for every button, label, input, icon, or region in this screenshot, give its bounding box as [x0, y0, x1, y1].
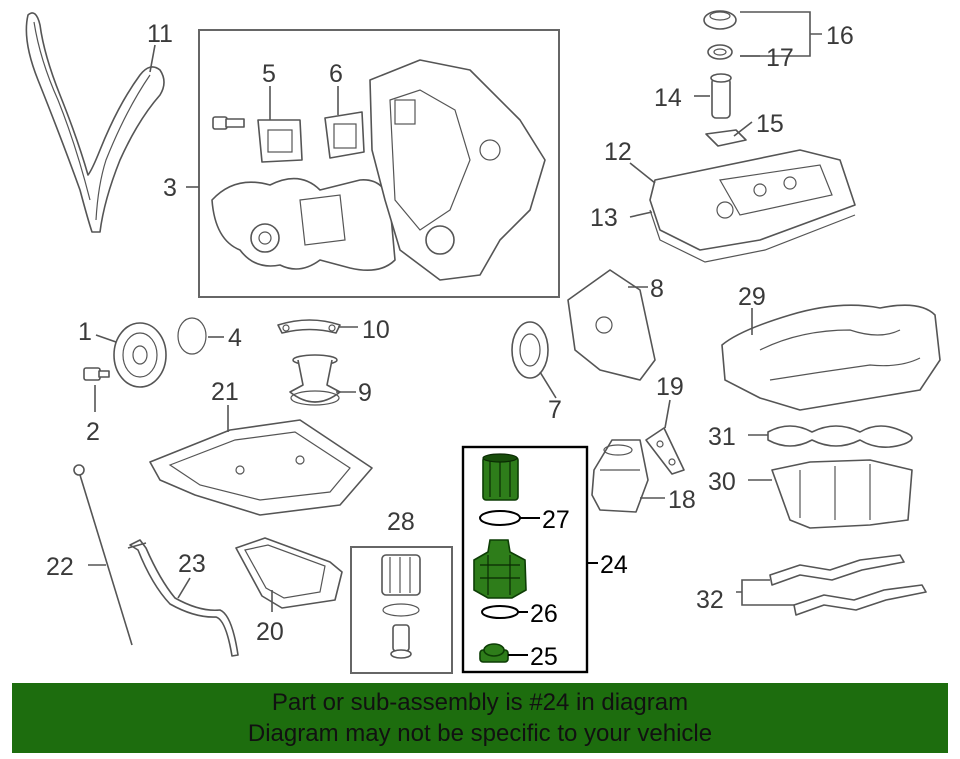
callout-8: 8: [650, 275, 664, 303]
oil-filter-element[interactable]: [482, 453, 519, 501]
valve-cover-gasket[interactable]: [649, 209, 856, 263]
oil-pan-lower[interactable]: [235, 537, 343, 609]
oil-filler-pipe[interactable]: [710, 73, 732, 119]
callout-15: 15: [756, 110, 784, 138]
filter-28-element[interactable]: [381, 554, 421, 596]
engine-parts-diagram: 11 3 5 6 16 17: [25, 10, 941, 674]
callout-6: 6: [329, 60, 343, 88]
oil-filler-cap[interactable]: [703, 10, 737, 30]
callout-5: 5: [262, 60, 276, 88]
oil-pan-upper[interactable]: [149, 419, 373, 516]
bolt-small[interactable]: [212, 116, 245, 130]
crank-pulley[interactable]: [113, 322, 167, 388]
pipe-gasket[interactable]: [705, 129, 747, 147]
callout-2: 2: [86, 418, 100, 446]
filter-28-oring[interactable]: [382, 603, 420, 617]
o-ring-4[interactable]: [177, 317, 207, 355]
callout-30: 30: [708, 468, 736, 496]
callout-29: 29: [738, 283, 766, 311]
callout-13: 13: [590, 204, 618, 232]
callout-9: 9: [358, 379, 372, 407]
callout-18: 18: [668, 486, 696, 514]
valve-cover[interactable]: [649, 149, 856, 251]
group-box-28: [350, 546, 453, 674]
callout-1: 1: [78, 318, 92, 346]
banner-line-2: Diagram may not be specific to your vehi…: [247, 720, 713, 747]
callout-17: 17: [766, 44, 794, 72]
dipstick[interactable]: [73, 464, 133, 646]
cover-8[interactable]: [567, 269, 656, 381]
callout-14: 14: [654, 84, 682, 112]
dipstick-tube[interactable]: [127, 539, 239, 657]
manifold-runner-30[interactable]: [771, 459, 913, 529]
gasket-6[interactable]: [324, 111, 365, 159]
callout-25: 25: [530, 643, 558, 671]
banner-line-1: Part or sub-assembly is #24 in diagram: [271, 689, 689, 716]
oil-filter-drain-plug[interactable]: [479, 643, 509, 663]
callout-19: 19: [656, 373, 684, 401]
callout-28: 28: [387, 508, 415, 536]
callout-7: 7: [548, 396, 562, 424]
gasket-5[interactable]: [257, 119, 303, 163]
callout-16: 16: [826, 22, 854, 50]
callout-10: 10: [362, 316, 390, 344]
callout-32: 32: [696, 586, 724, 614]
oil-filter-oring-26[interactable]: [481, 605, 519, 619]
callout-20: 20: [256, 618, 284, 646]
timing-cover[interactable]: [369, 59, 546, 281]
group-box-3: [198, 29, 560, 298]
oil-filter-oring-27[interactable]: [479, 510, 521, 526]
manifold-gasket-31[interactable]: [767, 425, 913, 448]
manifold-gasket-32-upper[interactable]: [769, 554, 905, 586]
callout-23: 23: [178, 550, 206, 578]
manifold-gasket-32-lower[interactable]: [793, 584, 927, 616]
filter-28-drain[interactable]: [390, 624, 412, 659]
callout-11: 11: [147, 20, 173, 48]
intake-manifold[interactable]: [721, 304, 941, 411]
callout-26: 26: [530, 600, 558, 628]
callout-22: 22: [46, 553, 74, 581]
oil-filter-housing[interactable]: [473, 539, 527, 599]
water-pump[interactable]: [211, 177, 396, 271]
bracket-gasket-19[interactable]: [645, 427, 685, 475]
oil-filter-bracket[interactable]: [591, 439, 649, 513]
info-banner: Part or sub-assembly is #24 in diagram D…: [12, 683, 948, 753]
callout-21: 21: [211, 378, 239, 406]
callout-3: 3: [163, 174, 177, 202]
pulley-bolt[interactable]: [83, 367, 110, 381]
callout-27: 27: [542, 506, 570, 534]
callout-24: 24: [600, 551, 628, 579]
oil-strainer[interactable]: [289, 354, 341, 406]
timing-chain[interactable]: [25, 12, 165, 233]
sprocket-7[interactable]: [511, 321, 549, 379]
callout-31: 31: [708, 423, 736, 451]
cap-gasket[interactable]: [707, 44, 733, 60]
callout-12: 12: [604, 138, 632, 166]
callout-4: 4: [228, 324, 242, 352]
strainer-gasket[interactable]: [277, 319, 341, 334]
group-box-24: [461, 445, 589, 674]
